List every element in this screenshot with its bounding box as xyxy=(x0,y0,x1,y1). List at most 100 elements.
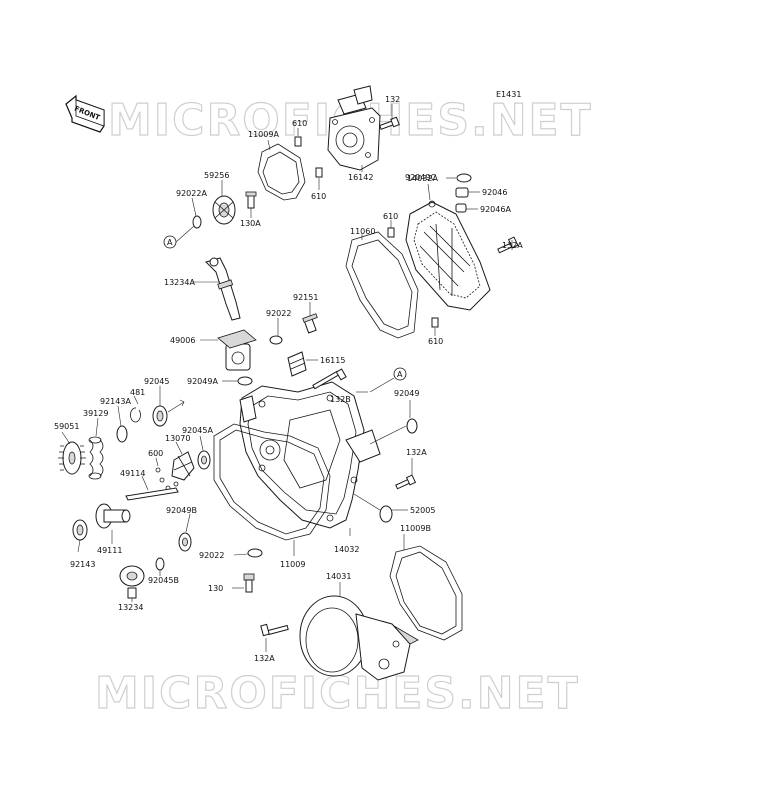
callout-92151: 92151 xyxy=(293,293,318,302)
callout-92045B: 92045B xyxy=(148,576,179,585)
callout-92046A: 92046A xyxy=(480,205,511,214)
callout-610-c: 610 xyxy=(383,212,398,221)
governor-49006 xyxy=(217,329,257,371)
shaft-13234A xyxy=(205,257,241,321)
callout-11009B: 11009B xyxy=(400,524,431,533)
bolt-130A xyxy=(245,191,257,209)
washer-92022 xyxy=(269,335,283,345)
callout-13234A: 13234A xyxy=(164,278,195,287)
callout-92143A: 92143A xyxy=(100,397,131,406)
callout-13070: 13070 xyxy=(165,434,190,443)
gasket-11009B xyxy=(389,545,463,641)
callout-11009: 11009 xyxy=(280,560,305,569)
callout-92143: 92143 xyxy=(70,560,95,569)
callout-11009A: 11009A xyxy=(248,130,279,139)
gasket-11009 xyxy=(213,423,331,541)
callout-132A-a: 132A xyxy=(502,241,523,250)
seal-92049A xyxy=(237,376,253,386)
dowel-pin-610-b xyxy=(315,167,323,178)
bearing-92045A xyxy=(197,450,211,470)
callout-132A-c: 132A xyxy=(254,654,275,663)
callout-92049A: 92049A xyxy=(187,377,218,386)
dowel-pin-610-d xyxy=(431,317,439,328)
callout-132A-b: 132A xyxy=(406,448,427,457)
callout-610-d: 610 xyxy=(428,337,443,346)
gear-13234 xyxy=(119,565,145,599)
shaft-49111 xyxy=(95,503,131,529)
seal-92049B xyxy=(178,532,192,552)
callout-92049C: 92049C xyxy=(405,173,436,182)
callout-52005: 52005 xyxy=(410,506,435,515)
reference-mark-a-right xyxy=(393,367,407,381)
rod-49114 xyxy=(125,487,179,501)
bolt-132B xyxy=(312,368,347,390)
callout-14031: 14031 xyxy=(326,572,351,581)
callout-11060: 11060 xyxy=(350,227,375,236)
bolt-132A-bottom xyxy=(260,623,289,637)
bushing-52005 xyxy=(379,505,393,523)
callout-14032: 14032 xyxy=(334,545,359,554)
bearing-92045B xyxy=(155,557,165,571)
callout-610-b: 610 xyxy=(311,192,326,201)
washer-92143 xyxy=(72,519,88,541)
callout-600: 600 xyxy=(148,449,163,458)
callout-132B: 132B xyxy=(330,395,351,404)
callout-92045: 92045 xyxy=(144,377,169,386)
callout-59256: 59256 xyxy=(204,171,229,180)
dowel-pin-610-a xyxy=(294,136,302,147)
dowel-pin-610-c xyxy=(387,227,395,238)
reference-a-left: A xyxy=(167,238,173,247)
stud-92151 xyxy=(302,313,318,334)
callout-13234: 13234 xyxy=(118,603,143,612)
gasket-11009A xyxy=(257,143,306,201)
filter-16115 xyxy=(287,351,307,377)
callout-132: 132 xyxy=(385,95,400,104)
bolt-132-top xyxy=(379,116,400,130)
callout-92022: 92022 xyxy=(266,309,291,318)
spring-39129 xyxy=(88,436,104,480)
callout-92049: 92049 xyxy=(394,389,419,398)
seal-92049C xyxy=(456,173,472,183)
crankcase-cover-14032 xyxy=(239,381,381,529)
callout-16115: 16115 xyxy=(320,356,345,365)
callout-49114: 49114 xyxy=(120,469,145,478)
callout-92022-b: 92022 xyxy=(199,551,224,560)
callout-481: 481 xyxy=(130,388,145,397)
reference-a-right: A xyxy=(397,370,403,379)
callout-49111: 49111 xyxy=(97,546,122,555)
bolt-132A-right xyxy=(497,236,519,254)
callout-92022A: 92022A xyxy=(176,189,207,198)
bushing-92046 xyxy=(455,187,469,198)
callout-16142: 16142 xyxy=(348,173,373,182)
front-arrow-icon: FRONT xyxy=(65,94,105,133)
callout-130: 130 xyxy=(208,584,223,593)
washer-92022A xyxy=(192,215,202,229)
clutch-cover-14032A xyxy=(405,200,491,311)
bolt-132A-mid xyxy=(395,474,417,490)
washer-92143A xyxy=(116,425,128,443)
callout-14032A: 14032A xyxy=(407,174,438,183)
gear-59051 xyxy=(58,441,86,475)
callout-610-a: 610 xyxy=(292,119,307,128)
washer-92022-lower xyxy=(247,548,263,558)
callout-92049B: 92049B xyxy=(166,506,197,515)
bolt-130 xyxy=(243,573,255,593)
circlip-481 xyxy=(130,407,141,423)
callout-130A: 130A xyxy=(240,219,261,228)
callout-59051: 59051 xyxy=(54,422,79,431)
impeller-59256 xyxy=(212,195,236,225)
gasket-11060 xyxy=(345,231,419,339)
callout-92046: 92046 xyxy=(482,188,507,197)
callout-92045A: 92045A xyxy=(182,426,213,435)
diagram-code: E1431 xyxy=(496,90,521,99)
callout-49006: 49006 xyxy=(170,336,195,345)
callout-39129: 39129 xyxy=(83,409,108,418)
seal-92049 xyxy=(406,418,418,434)
bearing-92045 xyxy=(152,405,168,427)
water-pump-cover-16142 xyxy=(327,85,381,171)
bushing-92046A xyxy=(455,203,467,213)
gear-13070 xyxy=(171,451,195,481)
magneto-cover-14031 xyxy=(299,595,419,681)
